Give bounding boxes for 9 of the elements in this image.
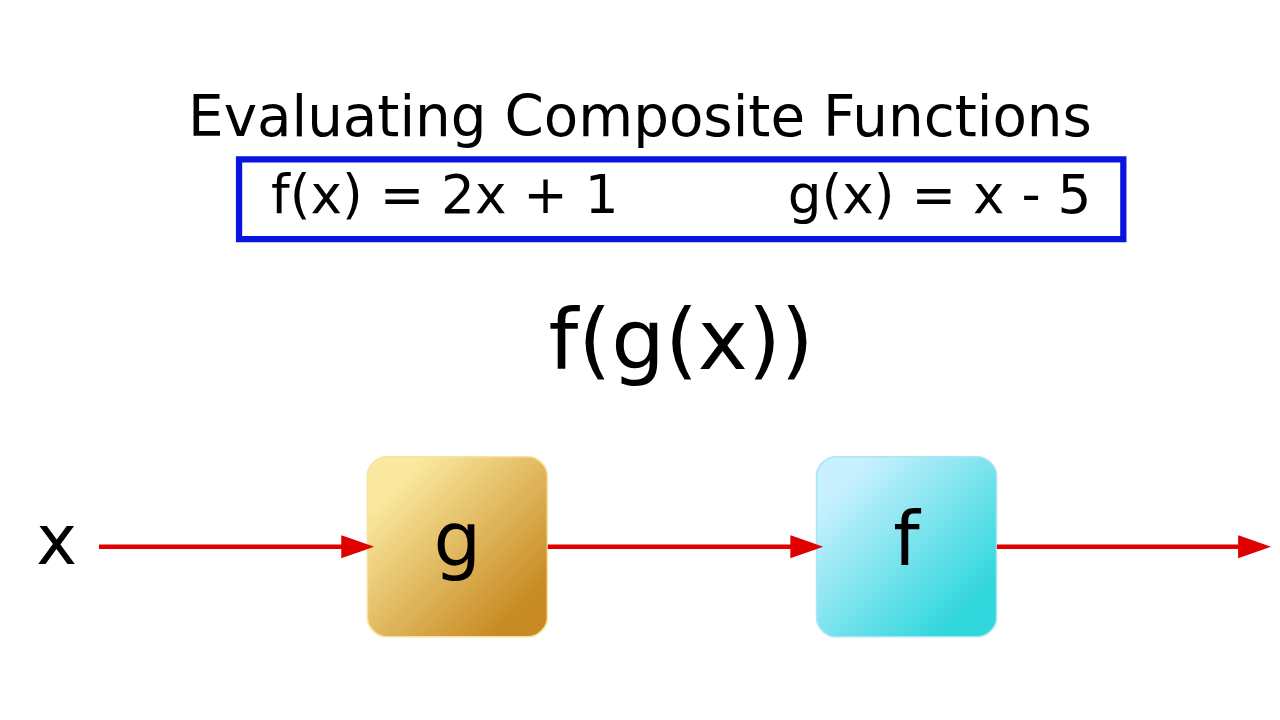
arrow [996,534,1272,558]
node-text: x [36,499,78,580]
node-box: f [815,455,998,638]
arrow [547,534,824,558]
node-box: g [366,455,549,638]
node-box: f(x) = 2x + 1 g(x) = x - 5 [235,155,1127,242]
arrow [99,534,375,558]
diagram-title: Evaluating Composite Functions [188,83,1092,149]
label: f(g(x)) [548,290,814,389]
